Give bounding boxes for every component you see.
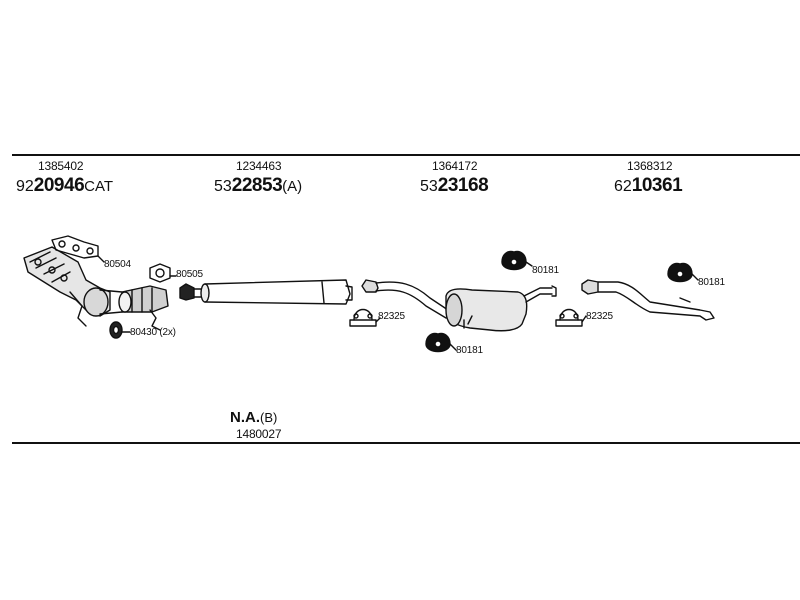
rubber-mount-top — [501, 250, 527, 271]
label-clamp-right: 82325 — [586, 311, 613, 322]
clamp-right — [555, 308, 583, 327]
part-code-2-suffix: (A) — [282, 178, 303, 195]
front-pipe-resonator — [179, 279, 353, 305]
exhaust-manifold-catalyst — [23, 246, 169, 331]
part-code-4: 6210361 — [614, 175, 683, 196]
part-code-3: 5323168 — [420, 175, 489, 196]
label-rubber-mount-top: 80181 — [532, 265, 559, 276]
part-code-2: 5322853(A) — [214, 176, 302, 195]
bottom-divider — [12, 442, 800, 444]
part-code-4-prefix: 62 — [614, 178, 632, 195]
middle-silencer — [361, 279, 557, 332]
part-code-1: 9220946CAT — [16, 176, 113, 195]
tail-pipe — [581, 279, 715, 321]
part-code-1-suffix: CAT — [84, 178, 114, 195]
rubber-mount-rear — [667, 262, 693, 283]
rubber-mount-bottom — [425, 332, 451, 353]
label-gasket-pipe: 80505 — [176, 269, 203, 280]
part-number-2: 1234463 — [236, 159, 282, 173]
na-part-number: 1480027 — [236, 427, 282, 441]
label-clamp-left: 82325 — [378, 311, 405, 322]
label-rubber-mount-bottom: 80181 — [456, 345, 483, 356]
clamp-left — [349, 308, 377, 327]
part-code-4-main: 10361 — [631, 175, 683, 196]
part-code-3-main: 23168 — [437, 175, 489, 196]
na-suffix: (B) — [260, 410, 278, 425]
part-code-1-prefix: 92 — [16, 178, 34, 195]
na-text: N.A. — [230, 409, 260, 426]
nut — [109, 321, 123, 339]
pipe-gasket — [149, 263, 171, 283]
na-code: N.A.(B) — [230, 410, 277, 425]
label-nut: 80430 (2x) — [130, 327, 176, 338]
label-gasket-manifold: 80504 — [104, 259, 131, 270]
top-divider — [12, 154, 800, 156]
part-code-1-main: 20946 — [33, 175, 85, 196]
part-number-3: 1364172 — [432, 159, 478, 173]
part-number-4: 1368312 — [627, 159, 673, 173]
part-code-3-prefix: 53 — [420, 178, 438, 195]
part-code-2-main: 22853 — [231, 175, 283, 196]
label-rubber-mount-rear: 80181 — [698, 277, 725, 288]
part-number-1: 1385402 — [38, 159, 84, 173]
part-code-2-prefix: 53 — [214, 178, 232, 195]
